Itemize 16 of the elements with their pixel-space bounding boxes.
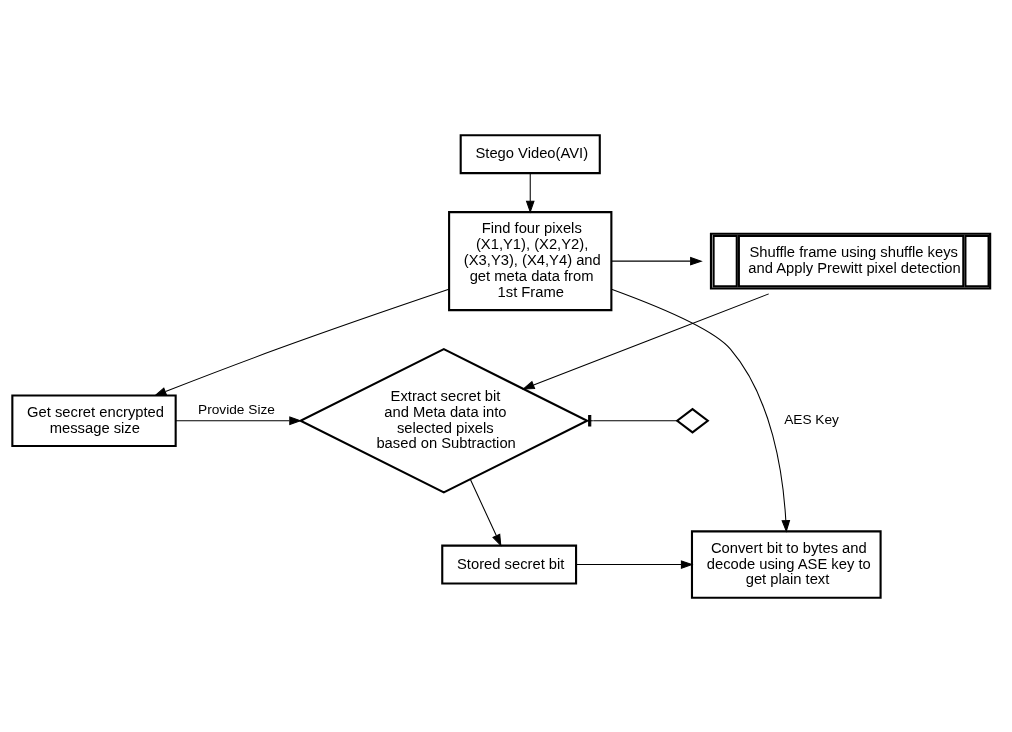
arrow — [153, 288, 450, 396]
edge-label: Provide Size — [198, 401, 275, 417]
node-box: Stored secret bit — [441, 544, 578, 585]
arrow — [611, 256, 703, 266]
node-box: Convert bit to bytes and decode using ASE key to get plain text — [690, 529, 882, 599]
arrow — [611, 288, 791, 533]
arrow — [575, 559, 694, 569]
arrow — [175, 415, 302, 425]
node-box: Stego Video(AVI) — [459, 133, 601, 174]
arrow — [525, 172, 535, 213]
node-diamond — [675, 407, 710, 434]
node-box: Find four pixels (X1,Y1), (X2,Y2), (X3,Y3), (X4,Y4) and get meta data from 1st Frame — [448, 210, 613, 311]
arrow — [469, 478, 502, 547]
edge-label: AES Key — [784, 411, 839, 427]
node-box: Get secret encrypted message size — [11, 393, 177, 447]
arrow — [521, 292, 770, 389]
